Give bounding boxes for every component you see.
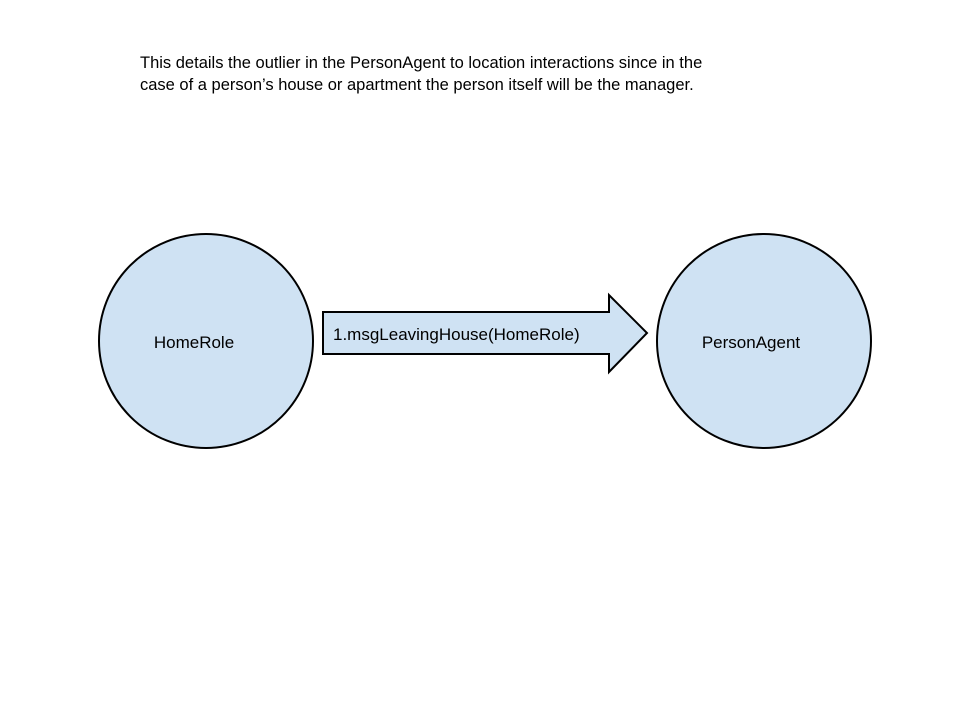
- home-role-label: HomeRole: [154, 333, 234, 352]
- message-arrow: 1.msgLeavingHouse(HomeRole): [322, 292, 649, 375]
- person-agent-circle: [656, 233, 872, 449]
- person-agent-node: PersonAgent: [656, 233, 872, 449]
- message-arrow-shape: [322, 292, 649, 375]
- description-line-1: This details the outlier in the PersonAg…: [140, 54, 703, 72]
- message-label: 1.msgLeavingHouse(HomeRole): [333, 325, 580, 344]
- home-role-node: HomeRole: [98, 233, 314, 449]
- person-agent-label: PersonAgent: [702, 333, 801, 352]
- home-role-circle: [98, 233, 314, 449]
- diagram-description: This details the outlier in the PersonAg…: [140, 52, 820, 96]
- description-line-2: case of a person’s house or apartment th…: [140, 76, 694, 94]
